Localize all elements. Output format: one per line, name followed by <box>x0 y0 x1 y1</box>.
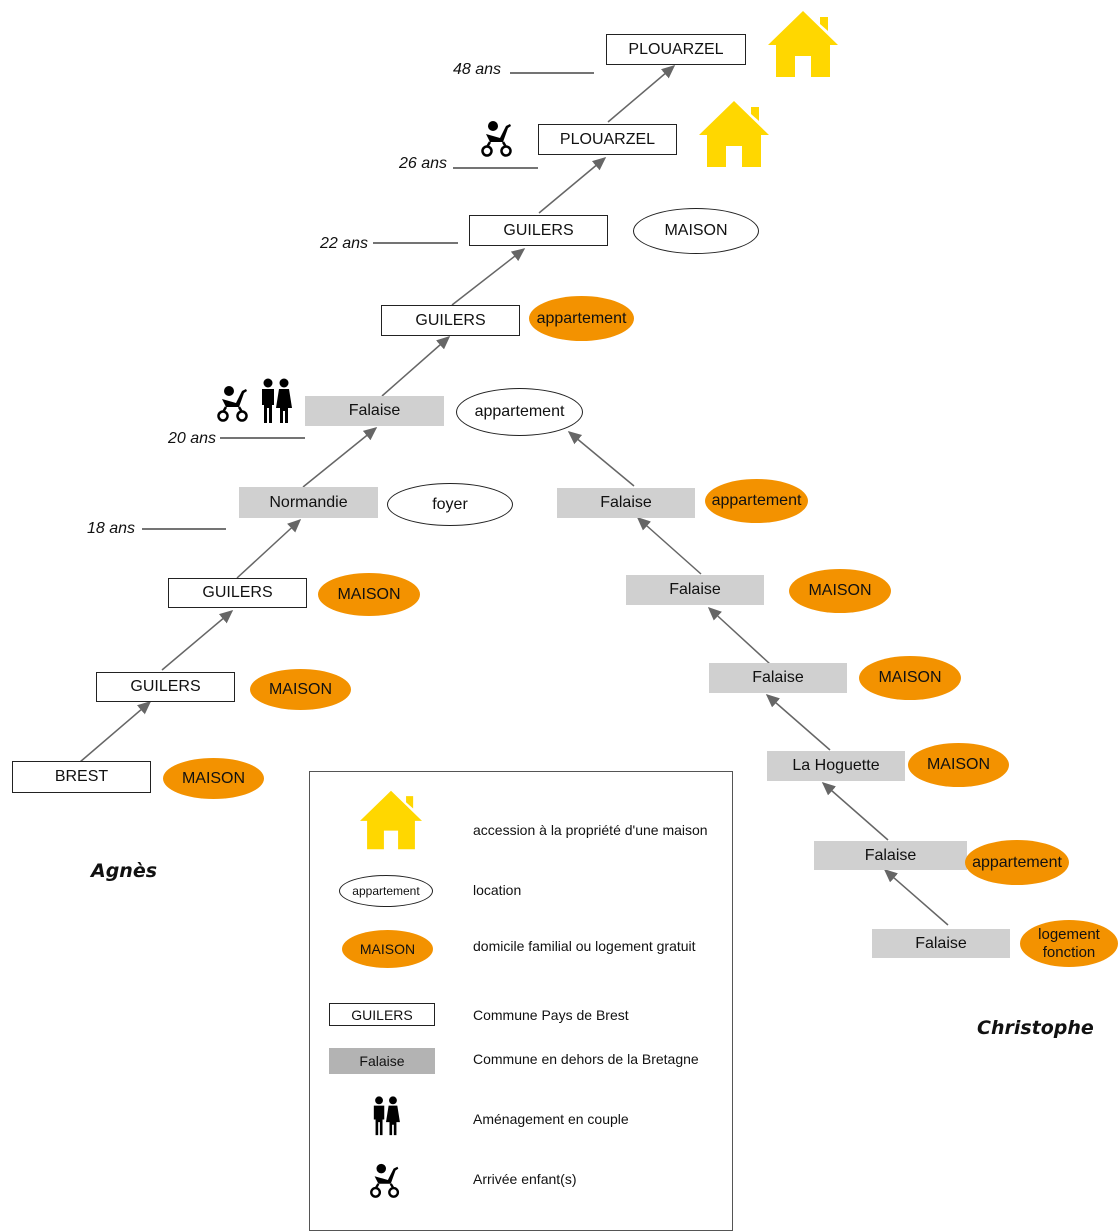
place-box: PLOUARZEL <box>538 124 677 155</box>
legend-label: Commune Pays de Brest <box>473 1007 629 1023</box>
arrow <box>451 248 526 306</box>
arrow <box>302 427 378 488</box>
place-box: Falaise <box>557 488 695 518</box>
stroller-icon <box>370 1163 400 1198</box>
legend-sample-box: Falaise <box>329 1048 435 1074</box>
place-box: GUILERS <box>96 672 235 702</box>
house-icon <box>699 101 769 167</box>
house-icon <box>768 11 838 77</box>
housing-oval: MAISON <box>250 669 351 710</box>
legend-label: location <box>473 882 522 898</box>
legend-label: accession à la propriété d'une maison <box>473 822 708 838</box>
housing-oval: logement fonction <box>1020 920 1118 967</box>
housing-oval: MAISON <box>318 573 420 616</box>
place-box: La Hoguette <box>767 751 905 781</box>
legend-box: accession à la propriété d'une maison ap… <box>309 771 733 1231</box>
place-box: Falaise <box>626 575 764 605</box>
age-label: 48 ans <box>453 61 502 78</box>
place-box: Normandie <box>239 487 378 518</box>
arrow <box>538 157 607 214</box>
age-label: 22 ans <box>320 235 369 252</box>
legend-label: Arrivée enfant(s) <box>473 1171 577 1187</box>
housing-oval: appartement <box>529 296 634 341</box>
couple-icon <box>373 1096 400 1136</box>
legend-label: Aménagement en couple <box>473 1111 629 1127</box>
arrow <box>883 869 949 926</box>
age-label: 20 ans <box>168 430 217 447</box>
housing-oval: appartement <box>965 840 1069 885</box>
place-box: Falaise <box>709 663 847 693</box>
person-name-agnes: Agnès <box>91 860 158 882</box>
legend-sample-box: GUILERS <box>329 1003 435 1026</box>
age-label: 26 ans <box>399 155 448 172</box>
couple-icon <box>262 378 292 423</box>
arrow <box>821 782 889 841</box>
place-box: Falaise <box>814 841 967 870</box>
place-box: Falaise <box>305 396 444 426</box>
arrow <box>381 336 451 397</box>
legend-sample-oval: appartement <box>339 875 433 907</box>
housing-oval: foyer <box>387 483 513 526</box>
stroller-icon <box>217 386 248 422</box>
arrow <box>567 431 635 487</box>
housing-oval: MAISON <box>789 569 891 613</box>
legend-label: domicile familial ou logement gratuit <box>473 938 696 954</box>
house-icon <box>360 790 422 850</box>
place-box: GUILERS <box>469 215 608 246</box>
place-box: PLOUARZEL <box>606 34 746 65</box>
person-name-christophe: Christophe <box>977 1017 1094 1039</box>
age-label: 18 ans <box>87 520 136 537</box>
arrow <box>707 606 771 665</box>
housing-oval: MAISON <box>633 208 759 254</box>
arrow <box>79 701 152 763</box>
arrow <box>236 518 302 579</box>
arrow <box>765 694 831 751</box>
legend-label: Commune en dehors de la Bretagne <box>473 1051 699 1067</box>
housing-oval: appartement <box>705 479 808 523</box>
housing-oval: appartement <box>456 388 583 436</box>
housing-oval: MAISON <box>163 758 264 799</box>
arrow <box>161 610 234 671</box>
place-box: GUILERS <box>381 305 520 336</box>
place-box: BREST <box>12 761 151 793</box>
housing-oval: MAISON <box>908 743 1009 787</box>
place-box: Falaise <box>872 929 1010 958</box>
housing-oval: MAISON <box>859 656 961 700</box>
place-box: GUILERS <box>168 578 307 608</box>
arrow <box>636 517 702 575</box>
legend-sample-oval: MAISON <box>342 930 433 968</box>
arrow <box>607 65 676 123</box>
stroller-icon <box>481 121 512 157</box>
